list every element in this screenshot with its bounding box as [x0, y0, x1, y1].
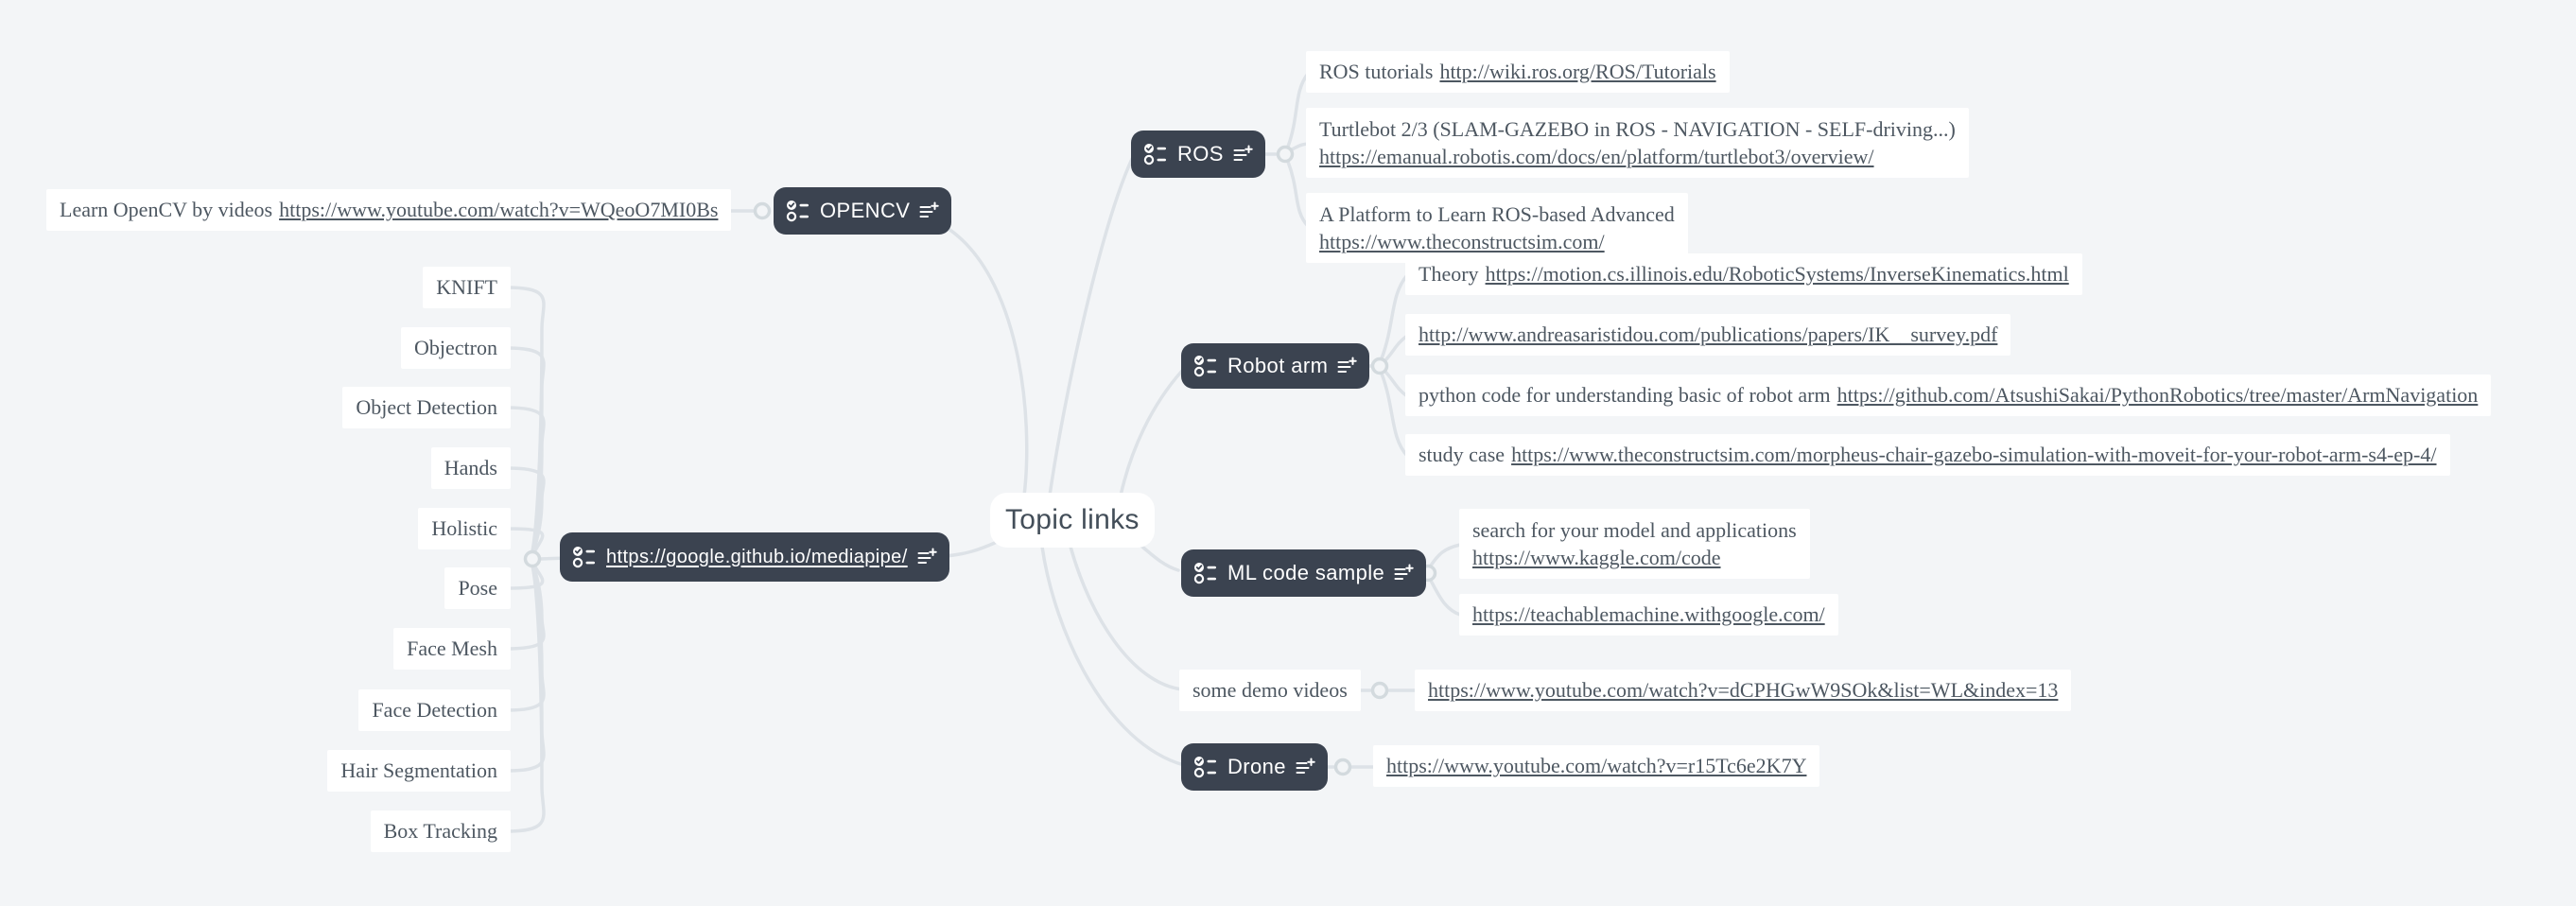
card-text: python code for understanding basic of r… — [1419, 383, 1831, 407]
card-ros-platform[interactable]: A Platform to Learn ROS-based Advanced h… — [1306, 193, 1688, 263]
task-list-icon — [1143, 144, 1166, 166]
node-label: ROS — [1177, 142, 1224, 166]
node-robot-arm[interactable]: Robot arm — [1181, 343, 1370, 389]
card-mediapipe-child[interactable]: Objectron — [401, 327, 511, 369]
add-note-icon[interactable] — [918, 200, 940, 221]
card-mediapipe-child[interactable]: KNIFT — [423, 267, 511, 308]
python-robotics-link[interactable]: https://github.com/AtsushiSakai/PythonRo… — [1836, 383, 2479, 407]
inverse-kinematics-link[interactable]: https://motion.cs.illinois.edu/RoboticSy… — [1485, 262, 2069, 286]
learn-opencv-link[interactable]: https://www.youtube.com/watch?v=WQeoO7MI… — [279, 198, 719, 221]
card-text: ROS tutorials — [1319, 60, 1434, 83]
root-node[interactable]: Topic links — [990, 493, 1155, 548]
add-note-icon[interactable] — [1295, 757, 1315, 777]
task-list-icon — [1193, 563, 1216, 584]
drone-video-link[interactable]: https://www.youtube.com/watch?v=r15Tc6e2… — [1386, 754, 1807, 777]
card-text: search for your model and applications — [1472, 518, 1797, 542]
card-ik-survey[interactable]: http://www.andreasaristidou.com/publicat… — [1405, 314, 2011, 356]
demo-videos-link[interactable]: https://www.youtube.com/watch?v=dCPHGwW9… — [1428, 678, 2059, 702]
card-kaggle[interactable]: search for your model and applications h… — [1459, 509, 1810, 579]
teachablemachine-link[interactable]: https://teachablemachine.withgoogle.com/ — [1472, 602, 1825, 626]
ik-survey-link[interactable]: http://www.andreasaristidou.com/publicat… — [1419, 322, 1998, 346]
node-mediapipe[interactable]: https://google.github.io/mediapipe/ — [560, 532, 949, 582]
card-text: A Platform to Learn ROS-based Advanced — [1319, 202, 1675, 226]
card-mediapipe-child[interactable]: Box Tracking — [370, 810, 511, 852]
card-text: study case — [1419, 443, 1506, 466]
node-ros[interactable]: ROS — [1131, 131, 1265, 178]
node-drone[interactable]: Drone — [1181, 743, 1328, 791]
node-label: ML code sample — [1227, 561, 1385, 584]
card-text: Learn OpenCV by videos — [60, 198, 273, 221]
mediapipe-link[interactable]: https://google.github.io/mediapipe/ — [606, 546, 908, 567]
card-mediapipe-child[interactable]: Hands — [430, 447, 511, 489]
card-mediapipe-child[interactable]: Pose — [444, 567, 511, 609]
card-mediapipe-child[interactable]: Object Detection — [342, 387, 511, 428]
card-text: Theory — [1419, 262, 1479, 286]
task-list-icon — [1193, 757, 1216, 778]
node-opencv[interactable]: OPENCV — [774, 187, 952, 235]
node-label: Drone — [1227, 755, 1286, 778]
card-text: some demo videos — [1192, 678, 1348, 702]
task-list-icon — [572, 547, 595, 568]
card-mediapipe-child[interactable]: Face Detection — [358, 689, 511, 731]
task-list-icon — [1193, 356, 1216, 377]
card-learn-opencv[interactable]: Learn OpenCV by videos https://www.youtub… — [46, 189, 732, 231]
node-ml-code-sample[interactable]: ML code sample — [1181, 549, 1427, 597]
turtlebot-link[interactable]: https://emanual.robotis.com/docs/en/plat… — [1319, 145, 1874, 168]
card-demo-videos-label[interactable]: some demo videos — [1179, 670, 1361, 711]
card-turtlebot[interactable]: Turtlebot 2/3 (SLAM-GAZEBO in ROS - NAVI… — [1306, 108, 1969, 178]
add-note-icon[interactable] — [1232, 144, 1253, 165]
card-drone-link[interactable]: https://www.youtube.com/watch?v=r15Tc6e2… — [1373, 745, 1820, 787]
add-note-icon[interactable] — [1336, 356, 1358, 376]
ros-tutorials-link[interactable]: http://wiki.ros.org/ROS/Tutorials — [1439, 60, 1716, 83]
card-mediapipe-child[interactable]: Face Mesh — [393, 628, 511, 670]
morpheus-chair-link[interactable]: https://www.theconstructsim.com/morpheus… — [1511, 443, 2437, 466]
node-label: OPENCV — [820, 199, 911, 222]
card-mediapipe-child[interactable]: Holistic — [418, 508, 511, 549]
kaggle-link[interactable]: https://www.kaggle.com/code — [1472, 546, 1721, 569]
add-note-icon[interactable] — [1393, 563, 1414, 584]
card-python-code[interactable]: python code for understanding basic of r… — [1405, 375, 2492, 416]
node-label: Robot arm — [1227, 354, 1329, 377]
card-mediapipe-child[interactable]: Hair Segmentation — [327, 750, 511, 792]
root-label: Topic links — [1005, 504, 1140, 535]
task-list-icon — [786, 200, 809, 222]
card-demo-videos-link[interactable]: https://www.youtube.com/watch?v=dCPHGwW9… — [1415, 670, 2072, 711]
card-teachablemachine[interactable]: https://teachablemachine.withgoogle.com/ — [1459, 594, 1838, 636]
constructsim-link[interactable]: https://www.theconstructsim.com/ — [1319, 230, 1605, 253]
add-note-icon[interactable] — [916, 547, 937, 567]
card-text: Turtlebot 2/3 (SLAM-GAZEBO in ROS - NAVI… — [1319, 117, 1956, 141]
